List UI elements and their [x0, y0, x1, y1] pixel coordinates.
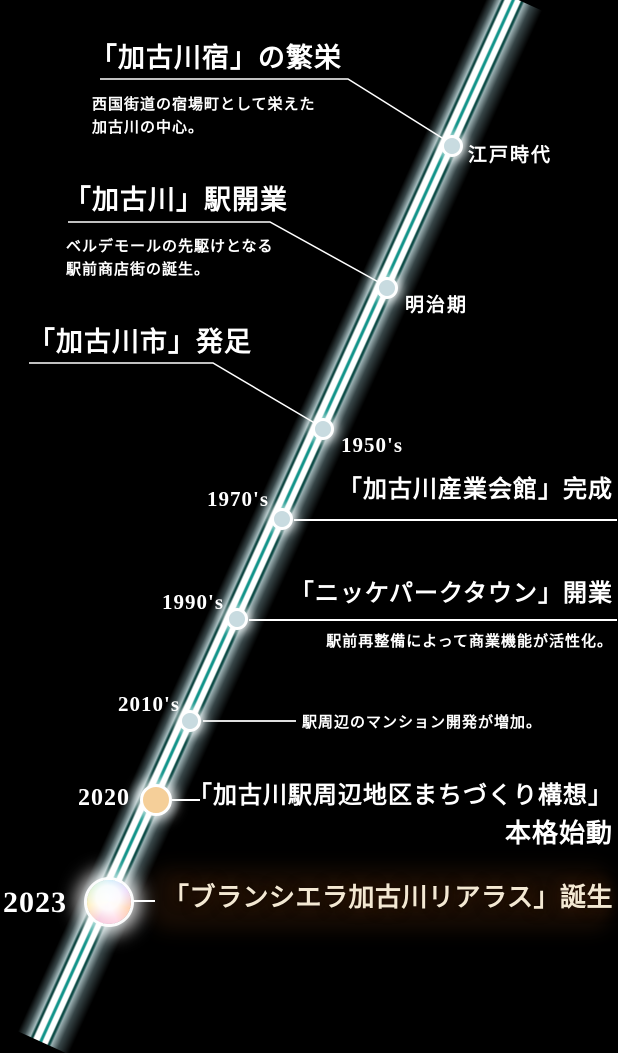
node-1950s [312, 418, 334, 440]
event-2023-title: 「ブランシエラ加古川リアラス」誕生 [163, 883, 613, 912]
event-edo-title: 「加古川宿」の繁栄 [90, 43, 342, 73]
event-2010s-desc: 駅周辺のマンション開発が増加。 [302, 714, 543, 731]
event-edo-desc-line1: 西国街道の宿場町として栄えた [92, 96, 316, 113]
era-label-2023: 2023 [3, 886, 67, 919]
connector-edo [100, 78, 448, 142]
era-label-2020: 2020 [78, 785, 130, 811]
event-1950s-title: 「加古川市」発足 [28, 327, 252, 357]
era-label-1990s: 1990's [161, 590, 224, 614]
node-2010s [179, 710, 201, 732]
node-meiji [376, 277, 398, 299]
node-1990s [226, 608, 248, 630]
event-meiji-desc: ベルデモールの先駆けとなる 駅前商店街の誕生。 [66, 235, 274, 281]
event-meiji-desc-line1: ベルデモールの先駆けとなる [66, 238, 274, 255]
event-meiji-title: 「加古川」駅開業 [64, 185, 288, 215]
era-label-edo: 江戸時代 [468, 145, 553, 166]
era-label-2010s: 2010's [117, 692, 180, 716]
era-label-meiji: 明治期 [405, 295, 469, 316]
node-2020 [140, 784, 172, 816]
event-1970s-title: 「加古川産業会館」完成 [338, 477, 613, 503]
node-1970s [271, 508, 293, 530]
era-label-1950s: 1950's [341, 433, 404, 457]
node-2023-bubble [87, 880, 131, 924]
era-label-1970s: 1970's [206, 487, 269, 511]
event-1990s-title: 「ニッケパークタウン」開業 [289, 581, 613, 607]
connector-meiji [68, 221, 383, 285]
headline-2023-halo [150, 868, 612, 930]
connector-1950s [29, 362, 319, 426]
node-edo [441, 135, 463, 157]
event-2020-title-line2: 本格始動 [504, 819, 613, 848]
event-meiji-desc-line2: 駅前商店街の誕生。 [66, 261, 211, 278]
event-2020-title: 「加古川駅周辺地区まちづくり構想」 [188, 783, 613, 809]
event-edo-desc: 西国街道の宿場町として栄えた 加古川の中心。 [92, 93, 316, 139]
event-edo-desc-line2: 加古川の中心。 [92, 119, 205, 136]
event-1990s-desc: 駅前再整備によって商業機能が活性化。 [326, 633, 613, 650]
